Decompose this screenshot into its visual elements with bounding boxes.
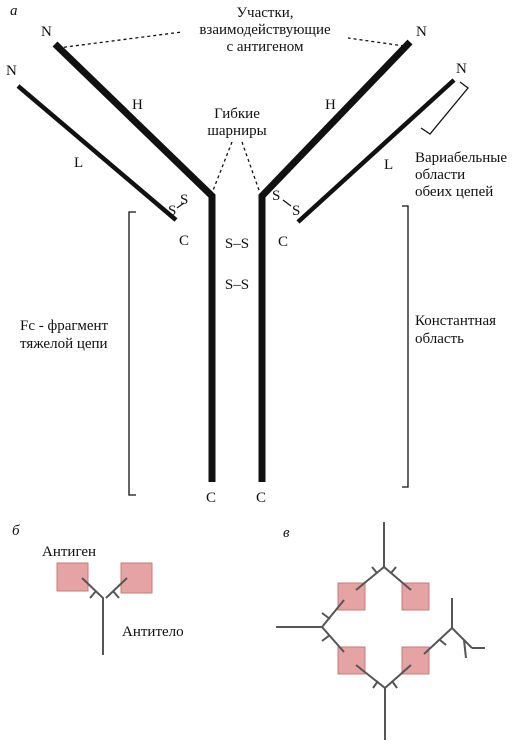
- antigen-label: Антиген: [42, 544, 96, 560]
- heavy-chain-label-right: H: [325, 97, 336, 113]
- disulfide-hh-2: S–S: [225, 277, 249, 293]
- fc-label-line-2: тяжелой цепи: [20, 336, 108, 352]
- c-terminus-light-right: C: [278, 234, 288, 250]
- disulfide-lh-left-2: S: [180, 192, 188, 208]
- constant-region-bracket: [402, 205, 409, 488]
- disulfide-hh-1: S–S: [225, 236, 249, 252]
- constant-label-line-1: Константная: [415, 313, 496, 329]
- hinge-pointer-left: [211, 141, 233, 194]
- constant-label-line-2: область: [415, 331, 464, 347]
- disulfide-lh-right-1: S: [272, 188, 280, 204]
- panel-b-letter: б: [12, 523, 20, 539]
- fc-label-line-1: Fc - фрагмент: [20, 318, 109, 334]
- disulfide-lh-left-bond: [176, 202, 185, 209]
- antibody-icon: [81, 577, 128, 655]
- antigen-square: [401, 582, 430, 611]
- hinge-label-line-1: Гибкие: [214, 106, 260, 122]
- fc-fragment-bracket: [128, 211, 136, 496]
- antibody-icon: [355, 522, 385, 591]
- panel-a-letter: а: [10, 3, 18, 19]
- c-terminus-heavy-left: C: [206, 490, 216, 506]
- antibody-icon: [355, 664, 386, 740]
- top-label-line-2: взаимодействующие: [199, 22, 331, 38]
- heavy-chain-right: [258, 39, 413, 482]
- antigen-site-pointer-right: [347, 37, 405, 47]
- disulfide-lh-right-bond: [282, 199, 292, 207]
- light-chain-label-left: L: [74, 155, 83, 171]
- top-label-line-3: с антигеном: [226, 39, 304, 55]
- n-terminus-light-right: N: [456, 61, 467, 77]
- heavy-chain-label-left: H: [132, 97, 143, 113]
- light-chain-right: [296, 78, 456, 224]
- top-label-line-1: Участки,: [236, 5, 293, 21]
- variable-region-bracket: [420, 81, 469, 135]
- hinge-label-line-2: шарниры: [207, 123, 266, 139]
- disulfide-lh-left-1: S: [168, 203, 176, 219]
- variable-label-line-2: области: [415, 167, 465, 183]
- light-chain-left: [16, 84, 178, 222]
- antibody-icon: [276, 599, 345, 628]
- variable-label-line-1: Вариабельные: [415, 150, 507, 166]
- n-terminus-heavy-left: N: [41, 24, 52, 40]
- panel-c-letter: в: [283, 525, 290, 541]
- disulfide-lh-right-2: S: [292, 203, 300, 219]
- c-terminus-heavy-right: C: [256, 490, 266, 506]
- antibody-label: Антитело: [122, 624, 184, 640]
- antigen-site-pointer-left: [57, 31, 183, 49]
- heavy-chain-left: [52, 41, 216, 482]
- antigen-square-left: [56, 562, 89, 592]
- light-chain-label-right: L: [384, 157, 393, 173]
- hinge-pointer-right: [241, 141, 261, 194]
- n-terminus-heavy-right: N: [416, 24, 427, 40]
- n-terminus-light-left: N: [6, 63, 17, 79]
- antibody-lattice: [276, 522, 485, 740]
- variable-label-line-3: обеих цепей: [415, 184, 493, 200]
- c-terminus-light-left: C: [179, 233, 189, 249]
